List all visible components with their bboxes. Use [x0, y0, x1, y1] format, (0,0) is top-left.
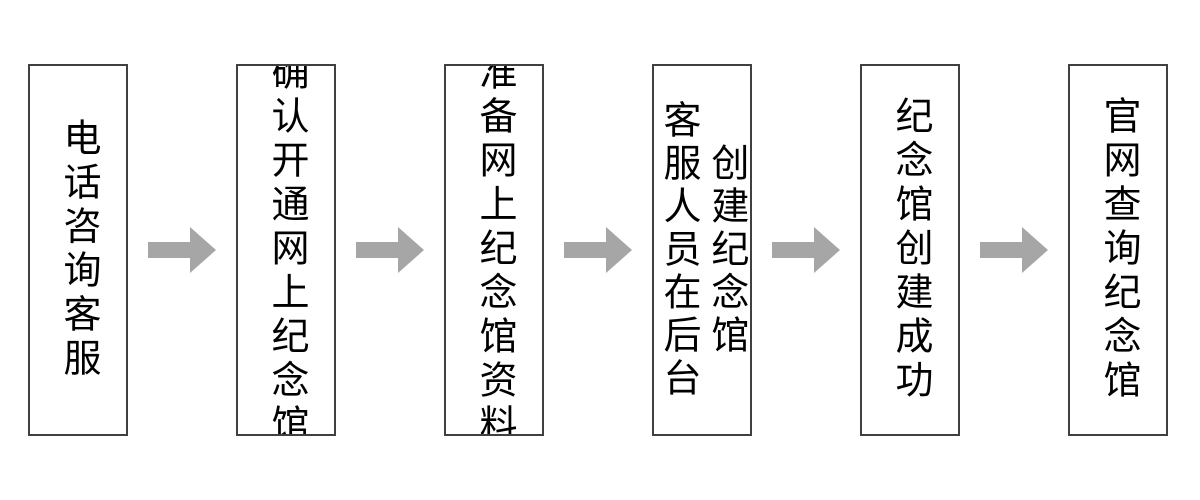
process-step-5-label: 纪念馆创建成功: [888, 96, 933, 404]
process-step-2-label: 确认开通网上纪念馆: [264, 64, 309, 436]
right-arrow-icon: [356, 227, 424, 273]
process-step-6[interactable]: 官网查询纪念馆: [1068, 64, 1168, 436]
process-step-3[interactable]: 准备网上纪念馆资料: [444, 64, 544, 436]
right-arrow-icon: [980, 227, 1048, 273]
process-step-2[interactable]: 确认开通网上纪念馆: [236, 64, 336, 436]
process-step-3-label: 准备网上纪念馆资料: [472, 64, 517, 436]
process-step-5[interactable]: 纪念馆创建成功: [860, 64, 960, 436]
process-step-4-label-col2: 客服人员在后台: [657, 99, 701, 401]
process-step-4[interactable]: 创建纪念馆 客服人员在后台: [652, 64, 752, 436]
process-step-6-label: 官网查询纪念馆: [1096, 96, 1141, 404]
process-step-1-label: 电话咨询客服: [56, 118, 101, 382]
connector-5: [960, 64, 1068, 436]
right-arrow-icon: [148, 227, 216, 273]
process-step-4-label-col1: 创建纪念馆: [704, 142, 749, 358]
right-arrow-icon: [772, 227, 840, 273]
process-step-1[interactable]: 电话咨询客服: [28, 64, 128, 436]
connector-1: [128, 64, 236, 436]
connector-4: [752, 64, 860, 436]
connector-3: [544, 64, 652, 436]
connector-2: [336, 64, 444, 436]
right-arrow-icon: [564, 227, 632, 273]
